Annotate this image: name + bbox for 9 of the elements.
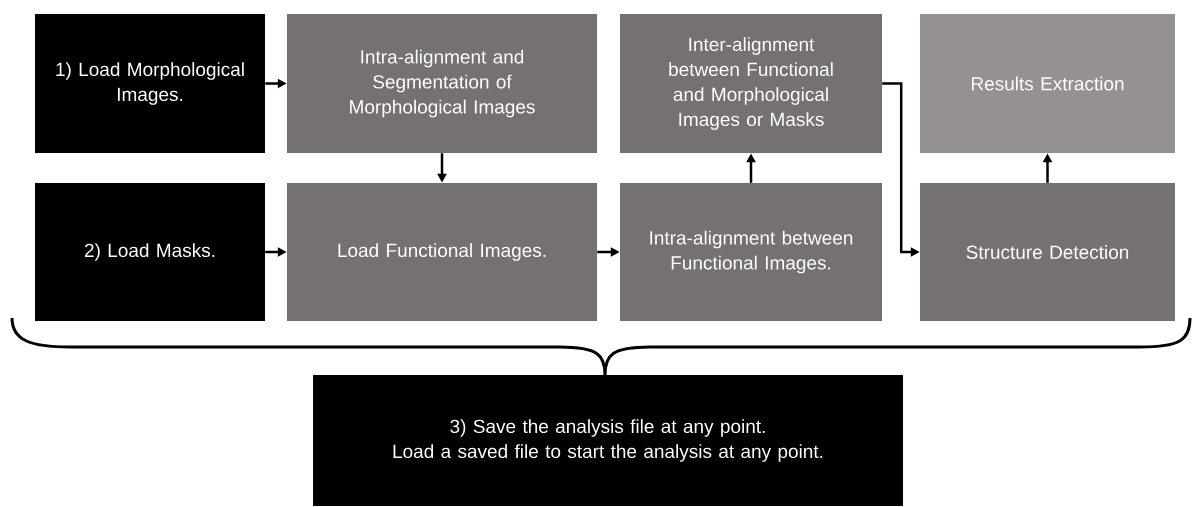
- process-box: Intra-alignment between Functional Images.: [620, 183, 882, 321]
- process-box: Inter-alignment between Functional and Morphological Images or Masks: [620, 14, 882, 153]
- process-box: Load Functional Images.: [287, 183, 597, 321]
- input-box: 2) Load Masks.: [35, 183, 265, 321]
- note-box: 3) Save the analysis file at any point. Load a saved file to start the analysis at any point.: [313, 375, 903, 506]
- process-box: Structure Detection: [920, 183, 1175, 321]
- process-box: Intra-alignment and Segmentation of Morphological Images: [287, 14, 597, 153]
- input-box: 1) Load Morphological Images.: [35, 14, 265, 153]
- output-box: Results Extraction: [920, 14, 1175, 153]
